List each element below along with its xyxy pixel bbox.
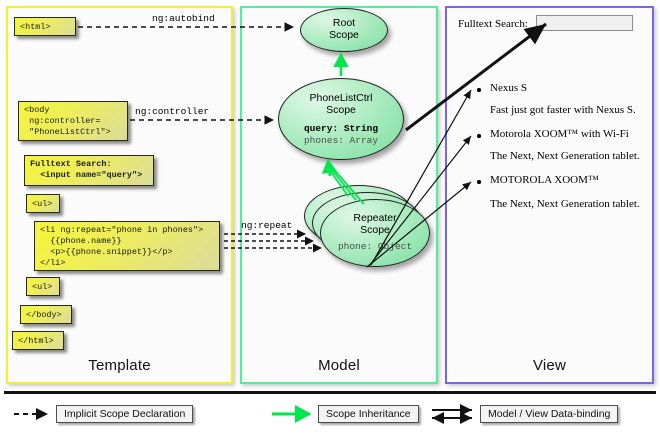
scope-phonelistctrl-title-2: Scope — [326, 104, 356, 116]
column-label-model: Model — [318, 357, 360, 374]
view-list-bullet — [477, 134, 481, 138]
template-box-fulltext-search: Fulltext Search: <input name="query"> — [24, 155, 154, 186]
edge-label-repeat: ng:repeat — [241, 220, 293, 231]
scope-phonelistctrl-prop-query: query: String — [303, 123, 379, 134]
legend-implicit-scope-declaration: Implicit Scope Declaration — [56, 405, 194, 423]
view-search-label: Fulltext Search: — [458, 18, 528, 30]
view-phone-name: MOTOROLA XOOM™ — [490, 174, 599, 186]
column-view: View — [445, 6, 654, 384]
scope-phonelistctrl: PhoneListCtrl Scope query: String phones… — [278, 78, 404, 160]
legend-divider — [4, 391, 656, 394]
view-phone-snippet: Fast just got faster with Nexus S. — [490, 104, 636, 116]
template-box-html-close: </html> — [12, 331, 64, 350]
scope-repeater: Repeater Scope phone: Object — [320, 199, 430, 267]
view-phone-snippet: The Next, Next Generation tablet. — [490, 150, 640, 162]
template-box-ul-close: <ul> — [26, 277, 60, 296]
template-box-ul-open: <ul> — [26, 194, 60, 213]
view-phone-name: Nexus S — [490, 82, 527, 94]
scope-repeater-title-1: Repeater — [353, 212, 397, 224]
edge-label-controller: ng:controller — [135, 106, 210, 117]
scope-phonelistctrl-prop-phones: phones: Array — [303, 135, 379, 146]
template-box-li-repeat: <li ng:repeat="phone in phones"> {{phone… — [34, 221, 220, 271]
scope-repeater-title-2: Scope — [360, 224, 390, 236]
column-label-template: Template — [88, 357, 151, 374]
view-phone-snippet: The Next, Next Generation tablet. — [490, 198, 640, 210]
scope-root: Root Scope — [300, 8, 388, 52]
fulltext-search-input[interactable] — [536, 15, 633, 31]
view-list-bullet — [477, 88, 481, 92]
template-box-body-open: <body ng:controller= "PhoneListCtrl"> — [18, 101, 128, 141]
edge-label-autobind: ng:autobind — [152, 13, 215, 24]
legend-model-view-data-binding: Model / View Data-binding — [480, 405, 619, 423]
template-box-body-close: </body> — [20, 305, 72, 324]
scope-repeater-prop-phone: phone: Object — [337, 241, 413, 252]
template-box-html-open: <html> — [14, 17, 76, 36]
column-label-view: View — [532, 357, 567, 374]
view-list-bullet — [477, 180, 481, 184]
legend-scope-inheritance: Scope Inheritance — [318, 405, 419, 423]
view-phone-name: Motorola XOOM™ with Wi-Fi — [490, 128, 629, 140]
scope-root-title-2: Scope — [329, 29, 359, 41]
scope-phonelistctrl-title-1: PhoneListCtrl — [309, 92, 373, 104]
scope-root-title-1: Root — [332, 17, 356, 29]
